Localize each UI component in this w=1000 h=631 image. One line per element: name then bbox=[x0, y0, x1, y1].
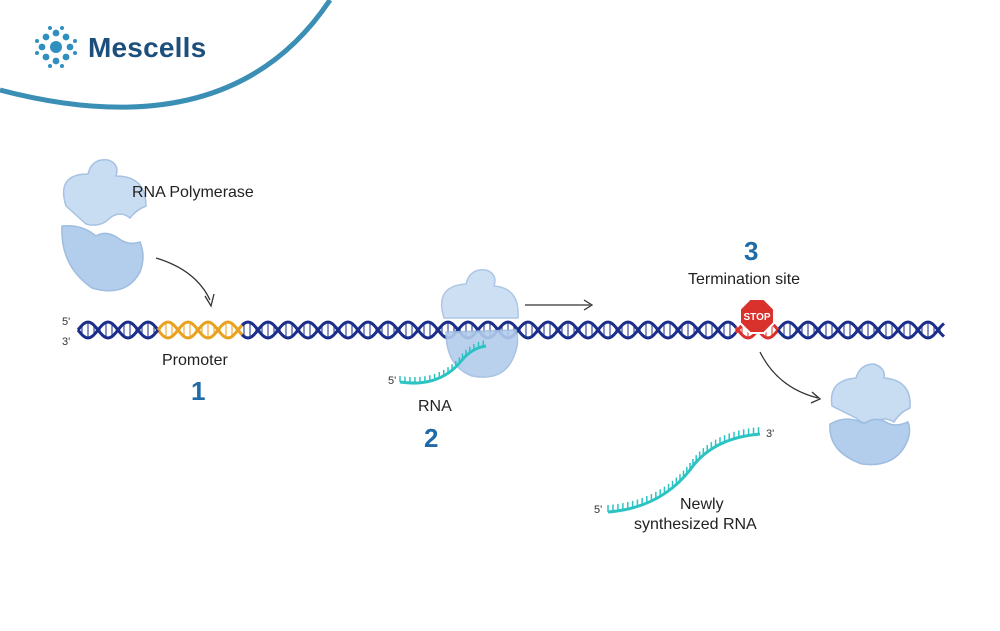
step-1-number: 1 bbox=[191, 376, 206, 406]
arrow-polymerase-to-promoter bbox=[155, 257, 211, 301]
dna-strand bbox=[776, 320, 945, 340]
termination-site-label: Termination site bbox=[688, 271, 801, 288]
promoter-label: Promoter bbox=[162, 352, 228, 369]
three-prime-label: 3' bbox=[62, 336, 71, 348]
newly-synthesized-rna-strand bbox=[607, 427, 761, 514]
rna-polymerase-released-icon bbox=[829, 363, 911, 466]
new-rna-five-prime-label: 5' bbox=[594, 504, 603, 516]
dna-strand bbox=[241, 320, 738, 340]
rna-five-prime-label: 5' bbox=[388, 375, 397, 387]
dna-strand bbox=[156, 320, 244, 340]
rna-polymerase-icon bbox=[61, 159, 147, 292]
rna-polymerase-transcribing-icon bbox=[440, 269, 519, 378]
new-rna-three-prime-label: 3' bbox=[766, 428, 775, 440]
rna-strand-growing bbox=[399, 344, 487, 385]
step-3-number: 3 bbox=[744, 236, 759, 266]
dna-strand bbox=[76, 320, 160, 340]
newly-label-line2: synthesized RNA bbox=[634, 516, 757, 533]
dna-strand bbox=[156, 320, 244, 340]
stop-sign-text: STOP bbox=[743, 312, 770, 323]
dna-strand bbox=[776, 320, 945, 340]
brand-name: Mescells bbox=[88, 32, 207, 63]
newly-label-line1: Newly bbox=[680, 496, 724, 513]
step-2-number: 2 bbox=[424, 423, 439, 453]
arrow-termination-release bbox=[759, 351, 819, 399]
cell-cluster-icon bbox=[35, 26, 77, 68]
rna-label: RNA bbox=[418, 398, 452, 415]
stop-sign-icon: STOP bbox=[739, 298, 775, 334]
five-prime-label: 5' bbox=[62, 316, 71, 328]
header-arc bbox=[0, 0, 333, 110]
rna-polymerase-label: RNA Polymerase bbox=[132, 184, 254, 201]
dna-double-helix bbox=[76, 320, 945, 340]
